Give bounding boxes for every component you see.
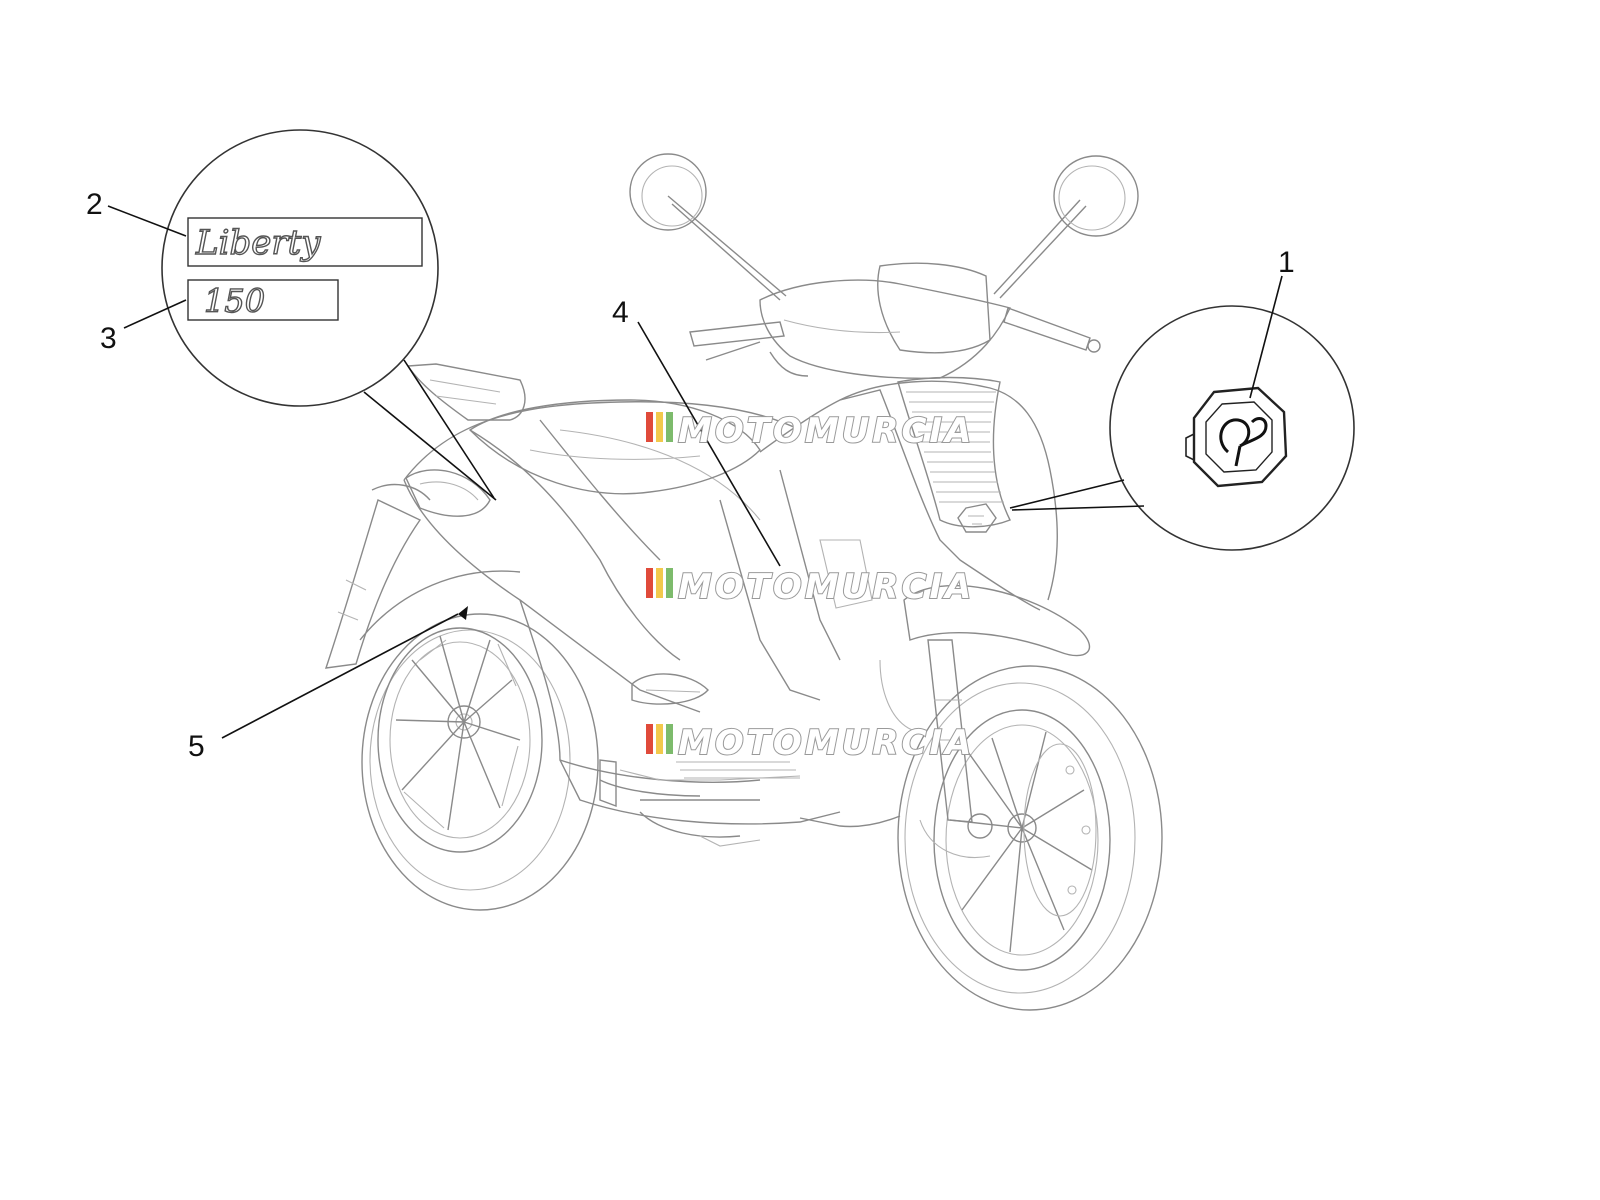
callout-5: 5: [188, 730, 205, 763]
watermark-stripe: [646, 724, 653, 754]
watermarks: MOTOMURCIA MOTOMURCIA MOTOMURCIA: [646, 410, 974, 764]
watermark-stripe: [666, 568, 673, 598]
watermark-bottom: MOTOMURCIA: [646, 722, 974, 764]
watermark-stripe: [666, 724, 673, 754]
handlebar-assembly: [629, 153, 1139, 379]
callout-numbers: 2 3 1 4 5: [86, 188, 1295, 763]
piaggio-logo-icon: [1185, 386, 1288, 488]
watermark-top: MOTOMURCIA: [646, 410, 974, 452]
detail-circle-badge: [1009, 305, 1355, 551]
watermark-stripe: [646, 568, 653, 598]
callout-4: 4: [612, 296, 629, 329]
watermark-stripe: [656, 724, 663, 754]
leader-lines: [107, 205, 1283, 739]
rear-wheel: [361, 613, 599, 911]
150-emblem-text: 150: [204, 282, 265, 320]
liberty-emblem: Liberty: [187, 217, 423, 267]
watermark-stripe: [646, 412, 653, 442]
callout-3: 3: [100, 322, 117, 355]
leg-shield: [719, 376, 1058, 701]
front-wheel: [897, 665, 1163, 1011]
detail-circle-emblems: Liberty 150: [161, 129, 497, 501]
watermark-stripe: [666, 412, 673, 442]
scooter-drawing: [324, 153, 1163, 1011]
watermark-text: MOTOMURCIA: [678, 723, 974, 763]
watermark-stripe: [656, 568, 663, 598]
front-fork: [879, 584, 1091, 858]
150-emblem: 150: [187, 279, 339, 321]
watermark-stripe: [656, 412, 663, 442]
callout-2: 2: [86, 188, 103, 221]
scooter-body: [403, 363, 841, 825]
watermark-middle: MOTOMURCIA: [646, 566, 974, 608]
rear-fender: [324, 483, 521, 669]
liberty-emblem-text: Liberty: [195, 223, 321, 263]
underside: [599, 759, 901, 847]
watermark-text: MOTOMURCIA: [678, 411, 974, 451]
callout-1: 1: [1278, 246, 1295, 279]
watermark-text: MOTOMURCIA: [678, 567, 974, 607]
